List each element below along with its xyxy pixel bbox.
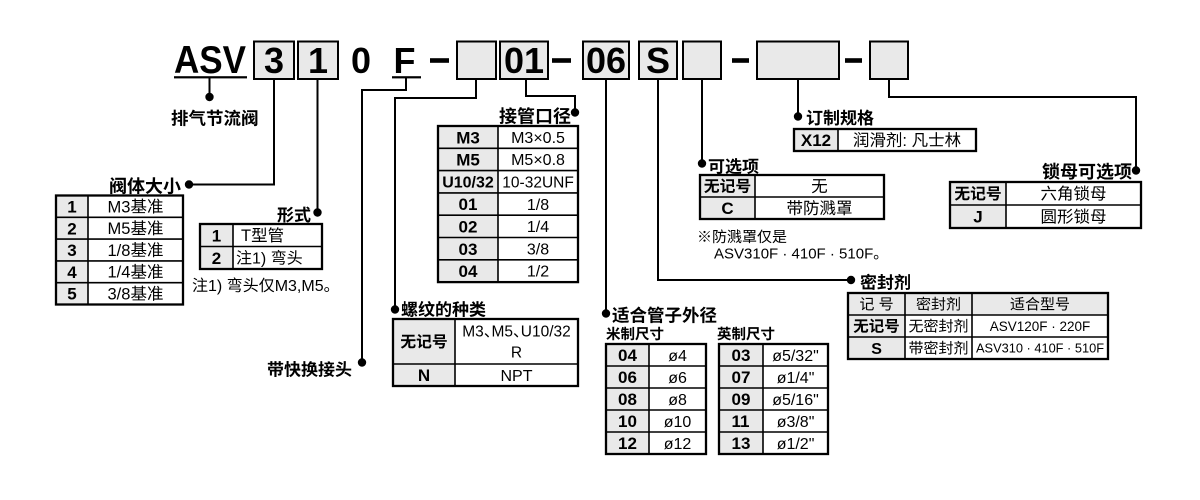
svg-text:2: 2	[212, 249, 221, 268]
svg-text:ASV310F · 410F · 510F: ASV310F · 410F · 510F	[714, 246, 873, 263]
svg-text:S: S	[871, 341, 882, 358]
svg-text:07: 07	[732, 368, 751, 387]
svg-text:1: 1	[67, 198, 76, 217]
svg-text:ø3/8": ø3/8"	[777, 414, 815, 431]
svg-text:06: 06	[618, 368, 637, 387]
svg-text:2: 2	[67, 219, 76, 238]
svg-text:M5×0.8: M5×0.8	[511, 152, 565, 169]
svg-text:T: T	[241, 227, 251, 245]
svg-text:1/8: 1/8	[527, 197, 549, 214]
svg-text:S: S	[646, 40, 670, 81]
svg-text:1): 1)	[208, 278, 222, 295]
svg-text:J: J	[973, 208, 982, 227]
svg-text:ø12: ø12	[664, 436, 692, 453]
svg-text:ø8: ø8	[668, 392, 687, 409]
svg-text:4: 4	[67, 263, 77, 282]
svg-text:M3,M5: M3,M5	[275, 278, 324, 295]
svg-text:M5: M5	[492, 324, 514, 341]
svg-text:06: 06	[586, 40, 626, 81]
svg-text:04: 04	[618, 346, 637, 365]
svg-text:3/8: 3/8	[108, 286, 131, 304]
svg-text:ø6: ø6	[668, 370, 687, 387]
svg-text::: :	[902, 132, 907, 150]
svg-text:M5: M5	[456, 151, 480, 170]
svg-text:1/4: 1/4	[527, 219, 549, 236]
svg-text:0: 0	[351, 40, 371, 81]
svg-text:ø5/32": ø5/32"	[772, 348, 819, 365]
svg-text:ASV310 · 410F · 510F: ASV310 · 410F · 510F	[976, 341, 1104, 356]
svg-text:M3: M3	[462, 324, 484, 341]
svg-text:03: 03	[732, 346, 751, 365]
svg-text:3: 3	[264, 40, 284, 81]
svg-text:U10/32: U10/32	[521, 324, 571, 341]
svg-text:09: 09	[732, 390, 751, 409]
svg-text:ø10: ø10	[664, 414, 692, 431]
svg-text:5: 5	[67, 285, 76, 304]
svg-text:ø1/2": ø1/2"	[777, 436, 815, 453]
svg-text:X12: X12	[801, 131, 831, 150]
svg-text:NPT: NPT	[501, 368, 533, 385]
svg-text:M3: M3	[456, 128, 480, 147]
svg-text:ø5/16": ø5/16"	[772, 392, 819, 409]
svg-text:M3: M3	[108, 198, 131, 216]
svg-text:1): 1)	[252, 251, 266, 268]
svg-text:M5: M5	[108, 220, 131, 238]
svg-text:03: 03	[459, 240, 478, 259]
svg-text:12: 12	[618, 434, 637, 453]
svg-text:ASV120F · 220F: ASV120F · 220F	[990, 319, 1091, 334]
svg-text:13: 13	[732, 434, 751, 453]
svg-text:F: F	[394, 40, 416, 81]
svg-text:C: C	[721, 199, 733, 218]
svg-text:ø1/4": ø1/4"	[777, 370, 815, 387]
svg-text:U10/32: U10/32	[442, 175, 494, 192]
svg-text:3/8: 3/8	[527, 241, 549, 258]
svg-text:01: 01	[459, 195, 478, 214]
svg-text:04: 04	[459, 262, 478, 281]
svg-text:01: 01	[504, 40, 544, 81]
svg-text:1/8: 1/8	[108, 242, 131, 260]
svg-text:10: 10	[618, 412, 637, 431]
svg-text:ASV: ASV	[174, 39, 246, 82]
svg-text:1: 1	[212, 226, 221, 245]
svg-text:10-32UNF: 10-32UNF	[502, 174, 574, 191]
svg-text:11: 11	[732, 412, 750, 431]
svg-text:1: 1	[308, 40, 328, 81]
svg-text:N: N	[418, 366, 430, 385]
svg-text:3: 3	[67, 241, 76, 260]
svg-text:1/2: 1/2	[527, 264, 549, 281]
svg-text:ø4: ø4	[668, 348, 687, 365]
svg-text:M3×0.5: M3×0.5	[511, 130, 565, 147]
svg-text:1/4: 1/4	[108, 264, 131, 282]
svg-text:08: 08	[618, 390, 637, 409]
svg-text:R: R	[511, 345, 522, 362]
svg-text:02: 02	[459, 218, 478, 237]
